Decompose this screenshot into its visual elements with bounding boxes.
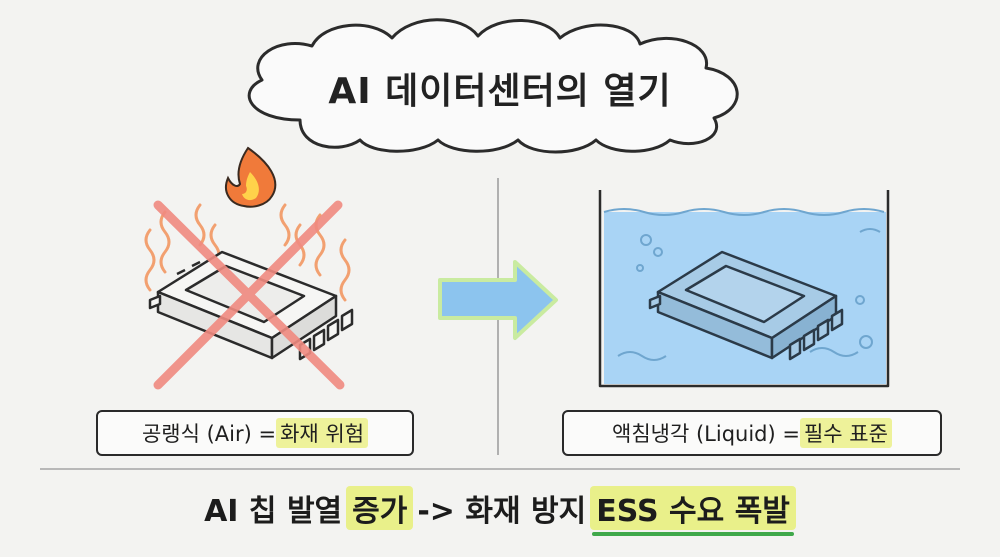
page-title: AI 데이터센터의 열기 (328, 71, 672, 112)
chip-icon (148, 250, 354, 361)
fire-risk-highlight: 화재 위험 (276, 418, 369, 448)
flame-icon (225, 146, 277, 208)
conclusion-part-1: AI 칩 발열 (204, 494, 343, 529)
immersion-cooling-label: 액침냉각 (Liquid) = 필수 표준 (562, 410, 942, 456)
chip-icon-liquid (648, 250, 844, 361)
bottom-divider (40, 468, 960, 470)
cloud-icon (247, 18, 739, 154)
arrow-right-icon (438, 260, 558, 340)
conclusion-increase-highlight: 증가 (346, 486, 414, 530)
conclusion-part-3: -> 화재 방지 (417, 494, 587, 529)
air-cooling-label-prefix: 공랭식 (Air) = (141, 422, 277, 446)
immersion-cooling-label-prefix: 액침냉각 (Liquid) = (612, 422, 800, 446)
air-cooling-label: 공랭식 (Air) = 화재 위험 (96, 410, 414, 456)
ess-demand-highlight: ESS 수요 폭발 (590, 486, 796, 536)
required-standard-highlight: 필수 표준 (799, 418, 892, 448)
conclusion-text: AI 칩 발열 증가 -> 화재 방지 ESS 수요 폭발 (0, 484, 1000, 536)
cross-icon (153, 200, 345, 390)
